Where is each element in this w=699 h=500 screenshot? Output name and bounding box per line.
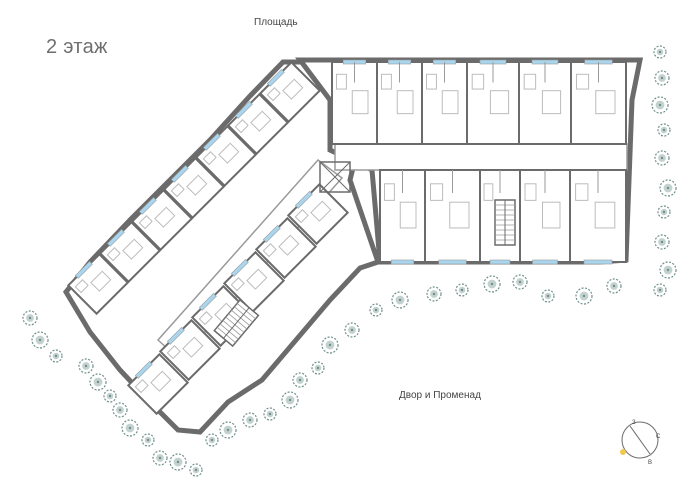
corridor-right [334, 143, 628, 171]
tree-icon [344, 322, 360, 338]
apartment-room [379, 169, 426, 265]
tree-icon [205, 433, 219, 447]
apartment-room [519, 169, 571, 265]
staircase-icon [213, 298, 260, 348]
tree-icon [49, 349, 63, 363]
tree-icon [22, 310, 38, 326]
tree-icon [103, 389, 117, 403]
apartment-room [162, 156, 226, 220]
compass-letter-north: С [656, 434, 661, 440]
tree-icon [141, 433, 155, 447]
elevator-icon [319, 161, 351, 193]
label-square: Площадь [254, 17, 298, 28]
tree-icon [654, 150, 670, 166]
tree-icon [426, 286, 442, 302]
apartment-room [258, 60, 322, 124]
floor-title: 2 этаж [46, 36, 108, 58]
tree-icon [89, 373, 107, 391]
apartment-room [98, 220, 162, 284]
tree-icon [263, 407, 277, 421]
apartment-room [424, 169, 481, 265]
apartment-room [194, 124, 258, 188]
apartment-room [569, 169, 627, 265]
apartment-room [331, 59, 378, 145]
tree-icon [657, 123, 671, 137]
tree-icon [653, 45, 667, 59]
apartment-room [66, 252, 130, 316]
tree-icon [31, 331, 49, 349]
tree-icon [455, 283, 469, 297]
compass-icon: З С В [620, 420, 661, 466]
tree-icon [78, 358, 94, 374]
apartment-room [518, 59, 572, 145]
tree-icon [311, 361, 325, 375]
tree-icon [606, 278, 622, 294]
tree-icon [483, 275, 501, 293]
apartment-room [570, 59, 627, 145]
building-outline-left-wing [62, 59, 382, 435]
compass-letter-west: З [632, 420, 636, 426]
compass-accent-dot [620, 449, 626, 455]
apartment-room [466, 59, 520, 145]
apartments-left-wing [66, 60, 350, 416]
apartment-room [126, 352, 190, 416]
tree-icon [575, 287, 593, 305]
apartment-room [376, 59, 423, 145]
label-yard: Двор и Променад [399, 390, 481, 401]
apartment-room [286, 182, 350, 246]
tree-icon [219, 421, 237, 439]
compass-letter-east: В [648, 460, 652, 466]
apartment-room [226, 92, 290, 156]
tree-icon [659, 179, 677, 197]
tree-icon [659, 261, 677, 279]
tree-icon [169, 453, 187, 471]
tree-icon [391, 291, 409, 309]
tree-icon [121, 419, 139, 437]
tree-icon [654, 234, 670, 250]
apartment-room [254, 216, 318, 280]
tree-icon [541, 289, 555, 303]
tree-icon [653, 283, 667, 297]
tree-icon [152, 450, 168, 466]
tree-icon [654, 70, 670, 86]
staircase-icon [494, 199, 516, 246]
tree-icon [112, 402, 128, 418]
apartments-right-wing [331, 59, 627, 265]
tree-icon [651, 96, 669, 114]
apartment-room [190, 284, 254, 348]
tree-icon [242, 412, 258, 428]
tree-icon [657, 205, 671, 219]
tree-icon [281, 391, 299, 409]
apartment-room [421, 59, 468, 145]
tree-icon [369, 303, 383, 317]
apartment-room [158, 318, 222, 382]
tree-icon [321, 336, 339, 354]
tree-icon [512, 274, 528, 290]
tree-icon [189, 463, 203, 477]
apartment-room [222, 250, 286, 314]
apartment-room [130, 188, 194, 252]
trees-layer [22, 45, 677, 477]
tree-icon [292, 372, 308, 388]
building [62, 57, 644, 435]
